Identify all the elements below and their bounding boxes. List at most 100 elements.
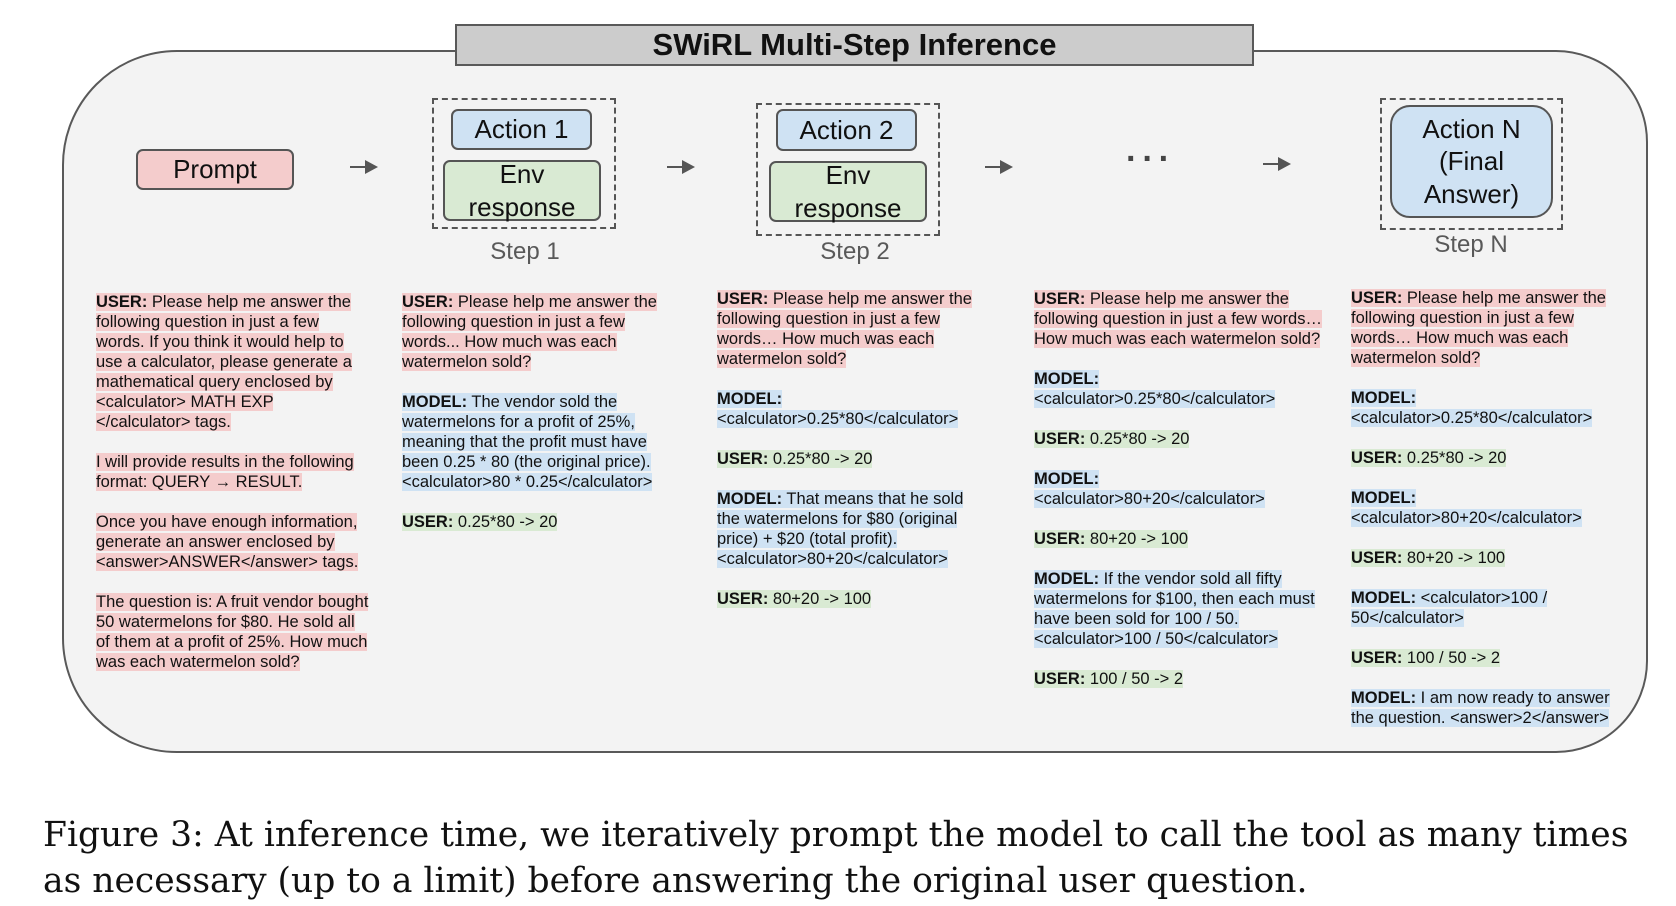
message-body: I am now ready to answer the question. <… (1351, 689, 1610, 727)
stepN-label: Step N (1434, 231, 1508, 258)
message: USER: 0.25*80 -> 20 (402, 512, 672, 532)
speaker-label: USER: (717, 450, 769, 468)
message-body: <calculator>0.25*80</calculator> (1351, 409, 1593, 427)
message: MODEL: I am now ready to answer the ques… (1351, 688, 1621, 728)
message-body: Once you have enough information, genera… (96, 513, 359, 571)
message-body: 80+20 -> 100 (1402, 549, 1506, 567)
message: USER: Please help me answer the followin… (1034, 289, 1324, 349)
message-text: MODEL: That means that he sold the water… (717, 490, 964, 568)
speaker-label: MODEL: (1351, 689, 1417, 707)
action1-box: Action 1 (451, 109, 592, 150)
env-response-box-2: Env response (769, 160, 927, 223)
message-text: USER: 100 / 50 -> 2 (1034, 670, 1184, 688)
message-body: <calculator>80+20</calculator> (1351, 509, 1582, 527)
message-text: USER: Please help me answer the followin… (1034, 290, 1322, 348)
arrow-step1-to-step2 (667, 160, 695, 174)
conversation-column-step2: USER: Please help me answer the followin… (717, 289, 987, 629)
speaker-label: USER: (1351, 549, 1403, 567)
message-body: <calculator>80+20</calculator> (1034, 490, 1265, 508)
message-text: USER: 80+20 -> 100 (717, 590, 872, 608)
message-body: That means that he sold the watermelons … (717, 490, 964, 568)
message-body: 0.25*80 -> 20 (1402, 449, 1507, 467)
message-body: 0.25*80 -> 20 (1085, 430, 1190, 448)
speaker-label: USER: (96, 293, 148, 311)
message: MODEL: <calculator>80+20</calculator> (1351, 488, 1621, 528)
message-body: I will provide results in the following … (96, 453, 354, 491)
message-text: MODEL: I am now ready to answer the ques… (1351, 689, 1610, 727)
step2-label: Step 2 (820, 238, 890, 265)
arrow-prompt-to-step1 (350, 160, 378, 174)
message-text: MODEL: <calculator>0.25*80</calculator> (1034, 370, 1276, 408)
message: Once you have enough information, genera… (96, 512, 371, 572)
message-body: If the vendor sold all fifty watermelons… (1034, 570, 1315, 648)
message-body: 0.25*80 -> 20 (768, 450, 873, 468)
message-text: MODEL: <calculator>0.25*80</calculator> (717, 390, 959, 428)
message: I will provide results in the following … (96, 452, 371, 492)
speaker-label: MODEL: (1351, 589, 1417, 607)
message: USER: Please help me answer the followin… (402, 292, 672, 372)
actionN-box: Action N (Final Answer) (1390, 105, 1553, 218)
message: MODEL: <calculator>0.25*80</calculator> (1351, 388, 1621, 428)
message-body: 80+20 -> 100 (768, 590, 872, 608)
conversation-column-step3: USER: Please help me answer the followin… (1034, 289, 1324, 709)
message: MODEL: <calculator>80+20</calculator> (1034, 469, 1324, 509)
message: MODEL: That means that he sold the water… (717, 489, 987, 569)
prompt-box: Prompt (136, 149, 294, 190)
message: USER: Please help me answer the followin… (96, 292, 371, 432)
message-text: USER: 0.25*80 -> 20 (1034, 430, 1190, 448)
conversation-column-prompt: USER: Please help me answer the followin… (96, 292, 371, 692)
speaker-label: USER: (1351, 649, 1403, 667)
message-text: USER: 0.25*80 -> 20 (717, 450, 873, 468)
step1-group (432, 98, 616, 229)
message-text: USER: 100 / 50 -> 2 (1351, 649, 1501, 667)
message: MODEL: <calculator>100 / 50</calculator> (1351, 588, 1621, 628)
message: MODEL: <calculator>0.25*80</calculator> (1034, 369, 1324, 409)
speaker-label: USER: (1034, 670, 1086, 688)
message-text: MODEL: <calculator>0.25*80</calculator> (1351, 389, 1593, 427)
speaker-label: MODEL: (402, 393, 468, 411)
message: USER: 100 / 50 -> 2 (1351, 648, 1621, 668)
diagram-title: SWiRL Multi-Step Inference (455, 24, 1254, 66)
message-body: 100 / 50 -> 2 (1402, 649, 1501, 667)
action2-box: Action 2 (776, 109, 917, 151)
message-text: USER: 0.25*80 -> 20 (1351, 449, 1507, 467)
step1-label: Step 1 (490, 238, 560, 265)
message-text: MODEL: <calculator>100 / 50</calculator> (1351, 589, 1548, 627)
message: USER: Please help me answer the followin… (717, 289, 987, 369)
message: USER: 80+20 -> 100 (1351, 548, 1621, 568)
ellipsis: ··· (1126, 140, 1175, 178)
message: MODEL: The vendor sold the watermelons f… (402, 392, 672, 492)
arrow-ellipsis-to-stepN (1263, 157, 1291, 171)
speaker-label: MODEL: (717, 390, 783, 408)
speaker-label: USER: (402, 513, 454, 531)
message-body: Please help me answer the following ques… (1351, 289, 1606, 367)
message: USER: 80+20 -> 100 (717, 589, 987, 609)
message: The question is: A fruit vendor bought 5… (96, 592, 371, 672)
speaker-label: USER: (1034, 530, 1086, 548)
message-text: MODEL: If the vendor sold all fifty wate… (1034, 570, 1315, 648)
message: USER: 0.25*80 -> 20 (1034, 429, 1324, 449)
message-text: The question is: A fruit vendor bought 5… (96, 593, 369, 671)
speaker-label: USER: (1351, 449, 1403, 467)
message-body: The question is: A fruit vendor bought 5… (96, 593, 369, 671)
message-text: USER: 80+20 -> 100 (1034, 530, 1189, 548)
speaker-label: MODEL: (1034, 470, 1100, 488)
message: MODEL: <calculator>0.25*80</calculator> (717, 389, 987, 429)
message-body: <calculator>100 / 50</calculator> (1351, 589, 1548, 627)
message-text: USER: Please help me answer the followin… (717, 290, 972, 368)
message-body: 0.25*80 -> 20 (453, 513, 558, 531)
message-body: <calculator>0.25*80</calculator> (1034, 390, 1276, 408)
message-text: Once you have enough information, genera… (96, 513, 359, 571)
message-body: Please help me answer the following ques… (1034, 290, 1322, 348)
message-body: 100 / 50 -> 2 (1085, 670, 1184, 688)
speaker-label: USER: (717, 590, 769, 608)
speaker-label: USER: (1034, 430, 1086, 448)
speaker-label: MODEL: (1034, 370, 1100, 388)
message-text: USER: 80+20 -> 100 (1351, 549, 1506, 567)
speaker-label: MODEL: (1351, 389, 1417, 407)
step2-group (756, 103, 940, 236)
message-body: Please help me answer the following ques… (402, 293, 657, 371)
message-text: MODEL: The vendor sold the watermelons f… (402, 393, 653, 491)
message-body: <calculator>0.25*80</calculator> (717, 410, 959, 428)
arrow-step2-to-ellipsis (985, 160, 1013, 174)
